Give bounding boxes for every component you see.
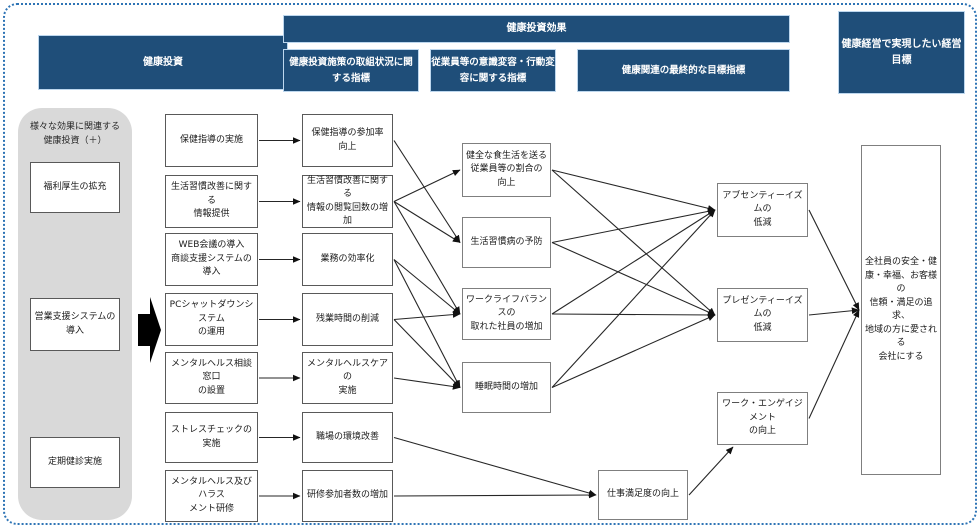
connector-d3-e1: [551, 209, 716, 315]
connector-c3-d4: [393, 259, 461, 388]
connector-d2-e1: [551, 208, 716, 244]
behavior-shokuseikatsu: 健全な食生活を送る 従業員等の割合の 向上: [462, 143, 551, 197]
connector-d4-e2: [551, 314, 716, 389]
measure-web-kaigi: WEB会議の導入 商談支援システムの 導入: [165, 233, 258, 286]
status-kenshu-sanka: 研修参加者数の増加: [302, 470, 393, 522]
status-sanka-ritsu: 保健指導の参加率 向上: [302, 114, 393, 167]
connector-d2-e2: [551, 241, 716, 316]
related-investment-panel-title: 様々な効果に関連する 健康投資（＋）: [29, 122, 120, 147]
panel-item-teiki-kenshin: 定期健診実施: [30, 437, 120, 488]
target-work-engagement: ワーク・エンゲイジメント の向上: [717, 392, 808, 445]
connector-c6-d5: [393, 436, 597, 497]
measure-stress-check: ストレスチェックの実施: [165, 412, 258, 463]
header-kenko-toshi: 健康投資: [38, 35, 288, 90]
right-block-arrow-icon: [138, 297, 161, 363]
connector-e3-g: [808, 309, 860, 419]
status-kankyo-kaizen: 職場の環境改善: [302, 412, 393, 463]
measure-mental-madoguchi: メンタルヘルス相談窓口 の設置: [165, 352, 258, 404]
management-goal-box: 全社員の安全・健 康・幸福、お客様の 信頼・満足の追求、 地域の方に愛される 会…: [861, 145, 941, 475]
connector-d1-e2: [551, 169, 716, 316]
measure-harassment-kenshu: メンタルヘルス及びハラス メント研修: [165, 470, 258, 522]
connector-c2-d1: [393, 169, 461, 202]
connector-c2-d2: [393, 201, 461, 243]
connector-d1-e1: [551, 169, 716, 212]
connector-c7-d5: [393, 491, 597, 499]
header-torikumi-shihyo: 健康投資施策の取組状況に関 する指標: [283, 49, 419, 92]
header-kenko-toshi-koka: 健康投資効果: [283, 15, 790, 43]
connector-d5-e3: [688, 446, 734, 496]
connector-c4-d3: [393, 311, 461, 321]
behavior-shigoto-manzoku: 仕事満足度の向上: [598, 470, 688, 520]
header-keiei-mokuhyo: 健康経営で実現したい経営 目標: [838, 11, 965, 94]
measure-hoken-shido: 保健指導の実施: [165, 114, 258, 167]
status-zangyo-sakugen: 残業時間の削減: [302, 293, 393, 346]
connector-d3-e2: [551, 311, 716, 319]
connector-c2-d3: [393, 201, 461, 315]
measure-pc-shutdown: PCシャットダウンシステム の運用: [165, 293, 258, 346]
connector-c5-d4: [393, 377, 461, 390]
behavior-seikatsushukanbyo: 生活習慣病の予防: [462, 217, 551, 268]
panel-item-eigyo-shien: 営業支援システムの 導入: [30, 298, 120, 351]
panel-item-fukuri-kosei: 福利厚生の拡充: [30, 162, 120, 213]
connector-c1-d2: [393, 140, 461, 243]
connector-e1-g: [808, 209, 860, 311]
status-etsuran-kaisu: 生活習慣改善に関する 情報の閲覧回数の増加: [302, 175, 393, 228]
connector-d4-e1: [551, 209, 716, 388]
status-gyomu-koritsu: 業務の効率化: [302, 233, 393, 286]
header-mokuhyo-shihyo: 健康関連の最終的な目標指標: [577, 49, 790, 92]
behavior-work-life-balance: ワークライフバランスの 取れた社員の増加: [462, 288, 551, 340]
status-mental-care: メンタルヘルスケアの 実施: [302, 352, 393, 404]
measure-seikatsu-joho: 生活習慣改善に関する 情報提供: [165, 175, 258, 228]
connector-c3-d3: [393, 259, 461, 315]
behavior-suimin-jikan: 睡眠時間の増加: [462, 362, 551, 413]
connector-c4-d4: [393, 319, 461, 388]
target-presenteeism: プレゼンティーイズムの 低減: [717, 288, 808, 342]
target-absenteeism: アブセンティーイズムの 低減: [717, 183, 808, 237]
header-ishiki-kodo-shihyo: 従業員等の意識変容・行動変 容に関する指標: [430, 49, 556, 92]
connector-e2-g: [808, 307, 860, 316]
